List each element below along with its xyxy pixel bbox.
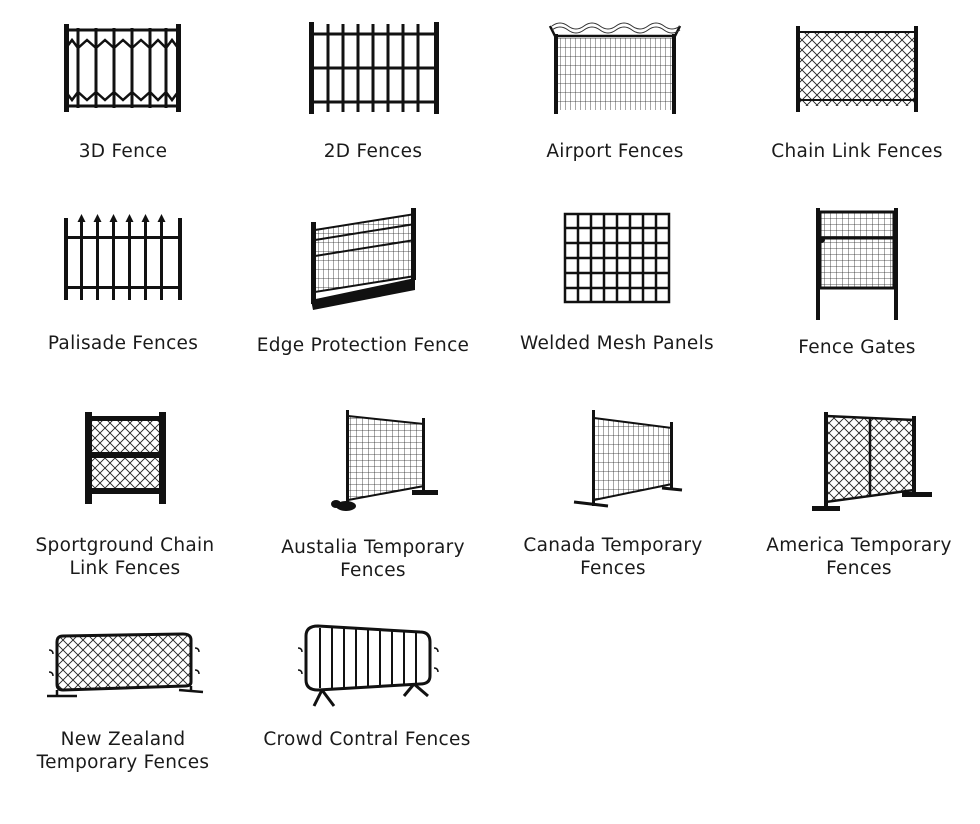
- edge-protection-fence-icon: [311, 208, 416, 310]
- sportground-fence-icon: [85, 412, 166, 504]
- product-label: Fence Gates: [798, 337, 916, 358]
- product-welded-mesh-panels[interactable]: Welded Mesh Panels: [502, 212, 732, 355]
- product-canada-temporary-fences[interactable]: Canada Temporary Fences: [498, 408, 728, 580]
- product-airport-fences[interactable]: Airport Fences: [500, 20, 730, 163]
- product-crowd-control-fences[interactable]: Crowd Contral Fences: [252, 622, 482, 751]
- 2d-fence-icon: [309, 22, 439, 114]
- product-3d-fence[interactable]: 3D Fence: [8, 20, 238, 163]
- product-label: America Temporary Fences: [766, 535, 952, 579]
- product-sportground-fences[interactable]: Sportground Chain Link Fences: [10, 408, 240, 580]
- product-2d-fences[interactable]: 2D Fences: [258, 20, 488, 163]
- chain-link-fence-icon: [796, 26, 918, 112]
- product-edge-protection-fence[interactable]: Edge Protection Fence: [248, 206, 478, 357]
- product-label: New Zealand Temporary Fences: [36, 729, 210, 773]
- product-label: Canada Temporary Fences: [523, 535, 703, 579]
- america-temporary-fence-icon: [812, 412, 932, 511]
- product-palisade-fences[interactable]: Palisade Fences: [8, 212, 238, 355]
- 3d-fence-icon: [64, 24, 181, 112]
- product-label: Chain Link Fences: [771, 141, 943, 162]
- product-fence-gates[interactable]: Fence Gates: [742, 206, 972, 359]
- product-label: 3D Fence: [78, 141, 168, 162]
- crowd-control-fence-icon: [297, 624, 439, 707]
- product-label: 2D Fences: [323, 141, 423, 162]
- product-label: Crowd Contral Fences: [263, 729, 471, 750]
- product-label: Austalia Temporary Fences: [281, 537, 465, 581]
- product-america-temporary-fences[interactable]: America Temporary Fences: [744, 408, 974, 580]
- fence-gate-icon: [816, 208, 898, 320]
- product-chain-link-fences[interactable]: Chain Link Fences: [742, 20, 972, 163]
- palisade-fence-icon: [64, 214, 182, 300]
- product-label: Airport Fences: [546, 141, 684, 162]
- product-new-zealand-temporary-fences[interactable]: New Zealand Temporary Fences: [8, 630, 238, 774]
- product-australia-temporary-fences[interactable]: Austalia Temporary Fences: [258, 406, 488, 582]
- product-label: Edge Protection Fence: [256, 335, 470, 356]
- product-label: Sportground Chain Link Fences: [35, 535, 215, 579]
- product-label: Welded Mesh Panels: [519, 333, 714, 354]
- new-zealand-temporary-fence-icon: [47, 632, 204, 698]
- australia-temporary-fence-icon: [331, 410, 438, 511]
- canada-temporary-fence-icon: [573, 410, 683, 508]
- airport-fence-icon: [548, 22, 682, 114]
- welded-mesh-panel-icon: [563, 212, 671, 304]
- product-label: Palisade Fences: [47, 333, 199, 354]
